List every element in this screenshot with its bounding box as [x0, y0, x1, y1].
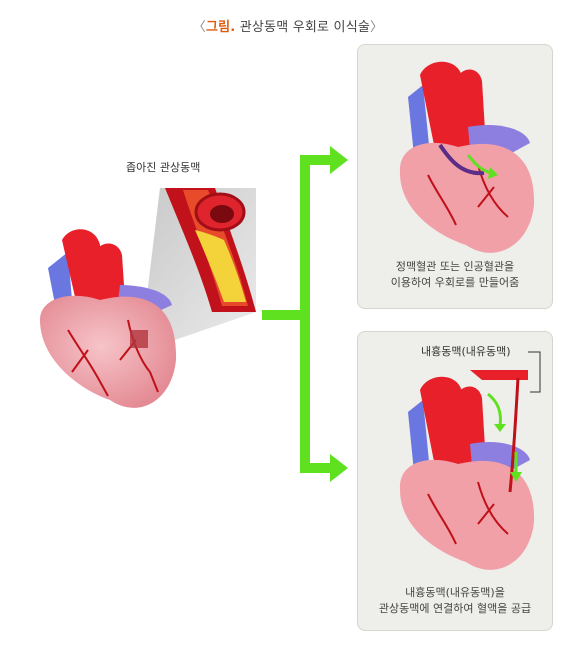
- title-text: 관상동맥 우회로 이식술: [235, 20, 371, 35]
- title-close-bracket: 〉: [370, 20, 384, 35]
- internal-mammary-label: 내흉동맥(내유동맥): [421, 345, 511, 358]
- figure-title: 〈그림. 관상동맥 우회로 이식술〉: [0, 16, 576, 35]
- mammary-artery-heart: [399, 351, 541, 570]
- vein-graft-heart: [399, 61, 535, 253]
- vein-graft-caption-line1: 정맥혈관 또는 인공혈관을: [395, 260, 515, 273]
- bypass-flow-arrows: [262, 146, 348, 482]
- narrowed-artery-section: [165, 188, 256, 312]
- mammary-caption-line1: 내흉동맥(내유동맥)을: [405, 586, 505, 599]
- mammary-caption-line2: 관상동맥에 연결하여 혈액을 공급: [378, 602, 532, 615]
- title-open-bracket: 〈: [192, 20, 206, 35]
- vein-graft-caption-line2: 이용하여 우회로를 만들어줌: [390, 276, 520, 289]
- narrowed-artery-label: 좁아진 관상동맥: [126, 161, 201, 174]
- mammary-artery-panel: 내흉동맥(내유동맥)을 관상동맥에 연결하여 혈액을 공급: [357, 331, 553, 631]
- blockage-marker: [130, 330, 148, 348]
- left-heart: [40, 229, 177, 408]
- title-figure-label: 그림.: [205, 20, 236, 35]
- zoom-projection: [142, 188, 256, 350]
- vein-graft-panel: 정맥혈관 또는 인공혈관을 이용하여 우회로를 만들어줌: [357, 44, 553, 309]
